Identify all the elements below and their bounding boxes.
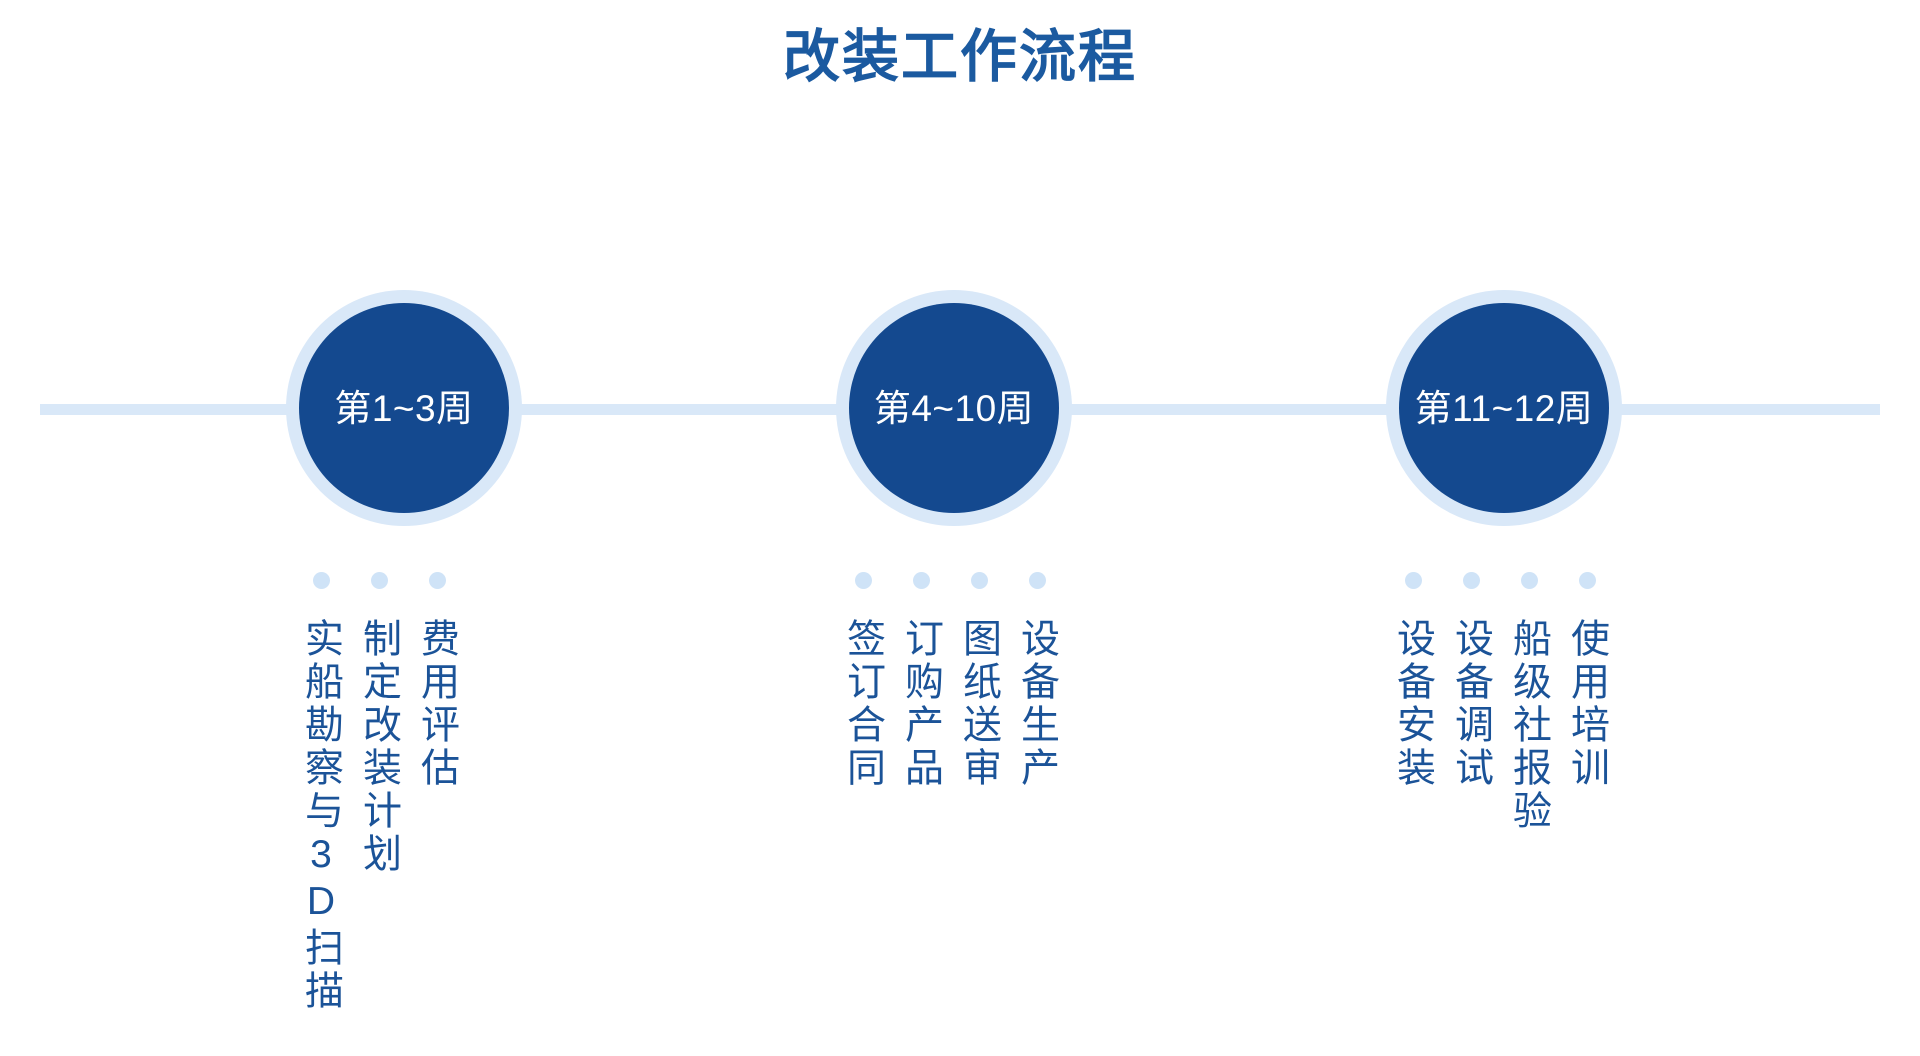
task-item[interactable]: 订购产品: [892, 572, 950, 790]
task-label: 设备生产: [1015, 618, 1059, 790]
task-group-2: 设备生产 图纸送审 订购产品 签订合同: [834, 572, 1066, 790]
task-group-3: 使用培训 船级社报验 设备调试 设备安装: [1384, 572, 1616, 833]
task-item[interactable]: 设备安装: [1384, 572, 1442, 790]
stage-label-1: 第1~3周: [334, 387, 474, 429]
stage-label-3: 第11~12周: [1414, 387, 1594, 429]
bullet-dot-icon: [1520, 572, 1538, 589]
stage-disc-3: 第11~12周: [1399, 303, 1609, 513]
task-item[interactable]: 设备调试: [1442, 572, 1500, 790]
stage-label-2: 第4~10周: [873, 387, 1035, 429]
task-label: 船级社报验: [1507, 618, 1551, 833]
page-title: 改装工作流程: [783, 25, 1137, 89]
stage-circle-2[interactable]: 第4~10周: [836, 290, 1072, 526]
bullet-dot-icon: [312, 572, 330, 589]
stage-circle-1[interactable]: 第1~3周: [286, 290, 522, 526]
task-label: 签订合同: [841, 618, 885, 790]
task-item[interactable]: 签订合同: [834, 572, 892, 790]
task-label: 订购产品: [899, 618, 943, 790]
bullet-dot-icon: [1404, 572, 1422, 589]
bullet-dot-icon: [854, 572, 872, 589]
task-label: 制定改装计划: [357, 618, 401, 876]
task-item[interactable]: 船级社报验: [1500, 572, 1558, 833]
task-label: 设备安装: [1391, 618, 1435, 790]
task-label: 使用培训: [1565, 618, 1609, 790]
task-group-1: 费用评估 制定改装计划 实船勘察与3D扫描: [292, 572, 466, 1013]
bullet-dot-icon: [370, 572, 388, 589]
task-item[interactable]: 制定改装计划: [350, 572, 408, 876]
task-label: 图纸送审: [957, 618, 1001, 790]
bullet-dot-icon: [1578, 572, 1596, 589]
task-item[interactable]: 实船勘察与3D扫描: [292, 572, 350, 1013]
task-label: 费用评估: [415, 618, 459, 790]
stage-disc-1: 第1~3周: [299, 303, 509, 513]
task-label: 实船勘察与3D扫描: [299, 618, 343, 1013]
bullet-dot-icon: [912, 572, 930, 589]
task-item[interactable]: 图纸送审: [950, 572, 1008, 790]
bullet-dot-icon: [1028, 572, 1046, 589]
task-item[interactable]: 设备生产: [1008, 572, 1066, 790]
stage-disc-2: 第4~10周: [849, 303, 1059, 513]
bullet-dot-icon: [1462, 572, 1480, 589]
task-item[interactable]: 使用培训: [1558, 572, 1616, 790]
bullet-dot-icon: [970, 572, 988, 589]
task-label: 设备调试: [1449, 618, 1493, 790]
bullet-dot-icon: [428, 572, 446, 589]
stage-circle-3[interactable]: 第11~12周: [1386, 290, 1622, 526]
task-item[interactable]: 费用评估: [408, 572, 466, 790]
